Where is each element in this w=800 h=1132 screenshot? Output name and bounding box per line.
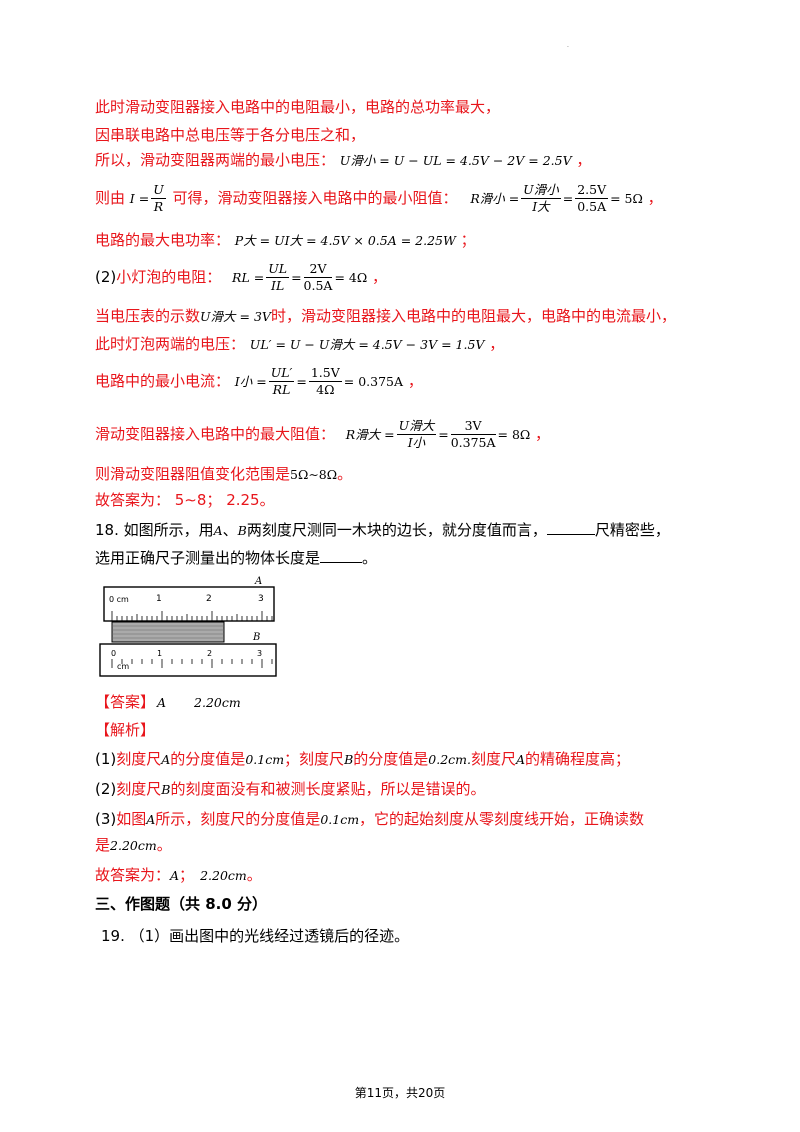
- wood-block-texture: [112, 625, 224, 639]
- solution-line-8: 此时灯泡两端的电压： UL′ = U − U滑大 = 4.5V − 3V = 1…: [95, 335, 505, 353]
- ruler-b-tick-3: 3: [257, 649, 262, 658]
- ruler-b-ticks: [111, 659, 273, 668]
- page-footer: 第11页，共20页: [354, 1086, 446, 1100]
- answer-summary-17: 故答案为： 5∼8； 2.25。: [95, 491, 275, 509]
- ruler-b-tick-1: 1: [157, 649, 162, 658]
- solution-line-7: 当电压表的示数U滑大 = 3V时，滑动变阻器接入电路中的电阻最大，电路中的电流最…: [95, 307, 676, 325]
- ruler-b-unit: cm: [117, 662, 129, 671]
- solution-line-2: 因串联电路中总电压等于各分电压之和，: [95, 126, 366, 144]
- answer-summary-18: 故答案为：A；2.20cm。: [95, 866, 262, 884]
- analysis-line-1: (1)刻度尺A的分度值是0.1cm；刻度尺B的分度值是0.2cm.刻度尺A的精确…: [95, 750, 631, 768]
- analysis-line-2: (2)刻度尺B的刻度面没有和被测长度紧贴，所以是错误的。: [95, 780, 486, 798]
- ruler-a-tick-2: 2: [206, 594, 212, 604]
- analysis-line-3: (3)如图A所示，刻度尺的分度值是0.1cm，它的起始刻度从零刻度线开始，正确读…: [95, 810, 645, 828]
- section-heading-3: 三、作图题（共 8.0 分）: [95, 895, 268, 913]
- max-power-formula: P大 = UI大 = 4.5V × 0.5A = 2.25W: [234, 233, 456, 248]
- ruler-b: [99, 643, 277, 677]
- ruler-figure: A 0 cm 1 2 3 B 0 1 2 3 cm: [99, 576, 277, 677]
- solution-line-5: 电路的最大电功率： P大 = UI大 = 4.5V × 0.5A = 2.25W…: [95, 231, 476, 249]
- ruler-a-tick-3: 3: [258, 594, 264, 604]
- wood-block: [111, 621, 225, 643]
- ruler-a-label: A: [254, 576, 262, 587]
- solution-line-11: 则滑动变阻器阻值变化范围是5Ω∼8Ω。: [95, 465, 353, 483]
- ruler-a: [103, 586, 275, 622]
- answer-blank-2: [320, 548, 363, 563]
- answer-blank-1: [546, 520, 595, 535]
- ruler-a-tick-0: 0 cm: [109, 595, 129, 604]
- min-voltage-formula: U滑小 = U − UL = 4.5V − 2V = 2.5V: [339, 153, 572, 168]
- ruler-b-tick-0: 0: [111, 649, 116, 658]
- ruler-a-tick-1: 1: [156, 594, 162, 604]
- corner-dot: ·: [567, 44, 569, 51]
- ruler-a-ticks: [111, 611, 273, 621]
- analysis-label: 【解析】: [95, 721, 156, 739]
- question-18-line-1: 18. 如图所示，用A、B两刻度尺测同一木块的边长，就分度值而言，尺精密些，: [95, 520, 670, 539]
- solution-line-1: 此时滑动变阻器接入电路中的电阻最小，电路的总功率最大，: [95, 98, 501, 116]
- analysis-line-4: 是2.20cm。: [95, 836, 172, 854]
- ruler-b-label: B: [252, 632, 260, 643]
- solution-line-3: 所以，滑动变阻器两端的最小电压： U滑小 = U − UL = 4.5V − 2…: [95, 151, 592, 169]
- ruler-b-tick-2: 2: [207, 649, 212, 658]
- question-19: 19. （1）画出图中的光线经过透镜后的径迹。: [101, 927, 410, 945]
- question-18-line-2: 选用正确尺子测量出的物体长度是。: [95, 548, 378, 567]
